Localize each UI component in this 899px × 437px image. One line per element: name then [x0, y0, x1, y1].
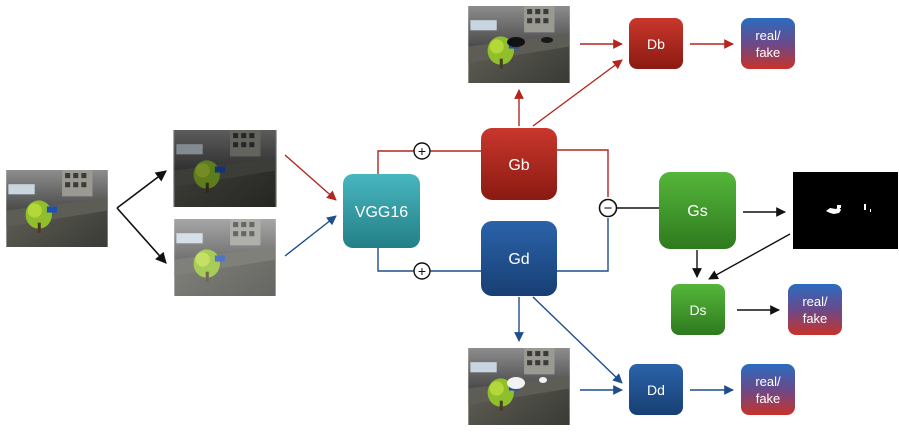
svg-text:+: +: [418, 263, 426, 279]
output-dd-real-fake: real/ fake: [741, 364, 795, 415]
output-db-real-fake: real/ fake: [741, 18, 795, 69]
shadow-image-top: [468, 6, 570, 83]
svg-text:fake: fake: [756, 45, 781, 60]
node-vgg16: VGG16: [343, 174, 420, 248]
node-db-label: Db: [647, 36, 665, 52]
svg-text:+: +: [418, 143, 426, 159]
output-ds-real-fake: real/ fake: [788, 284, 842, 335]
node-dd: Dd: [629, 364, 683, 415]
plus-operator-top: +: [413, 142, 431, 160]
node-gs: Gs: [659, 172, 736, 249]
node-gd: Gd: [481, 221, 557, 296]
plus-operator-bottom: +: [413, 262, 431, 280]
node-gb-label: Gb: [508, 157, 529, 174]
node-ds-label: Ds: [689, 302, 706, 318]
svg-text:fake: fake: [756, 391, 781, 406]
input-image: [6, 170, 108, 247]
node-gs-label: Gs: [687, 203, 707, 220]
node-gb: Gb: [481, 128, 557, 200]
deshadowed-image-bottom: [468, 348, 570, 425]
augmented-image-dark: [173, 130, 277, 207]
svg-text:fake: fake: [803, 311, 828, 326]
svg-text:real/: real/: [802, 294, 828, 309]
node-vgg16-label: VGG16: [355, 204, 408, 221]
node-gd-label: Gd: [508, 251, 529, 268]
svg-text:−: −: [604, 200, 613, 217]
node-ds: Ds: [671, 284, 725, 335]
node-db: Db: [629, 18, 683, 69]
minus-operator: −: [598, 198, 618, 218]
augmented-image-light: [173, 219, 277, 296]
svg-text:real/: real/: [755, 28, 781, 43]
node-dd-label: Dd: [647, 382, 665, 398]
shadow-mask-image: [793, 172, 898, 249]
svg-text:real/: real/: [755, 374, 781, 389]
